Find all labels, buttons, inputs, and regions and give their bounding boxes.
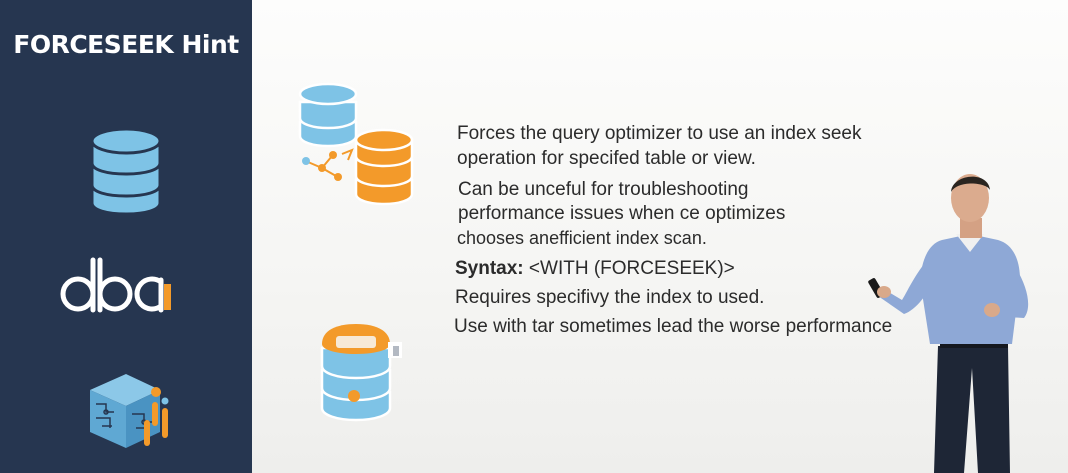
sidebar-title: FORCESEEK Hint [13,30,239,59]
dba-logo [60,257,171,313]
syntax-label: Syntax: [455,258,524,279]
troubleshoot-line-1: Can be unceful for troubleshooting [458,179,749,200]
troubleshoot-line-2: performance issues when ce optimizes [458,203,786,224]
database-worker-icon [320,324,402,422]
requires-line: Requires specifivy the index to used. [455,287,765,308]
data-cube-icon [90,374,169,448]
slide-stage: Forces the query optimizer to use an ind… [252,0,1068,473]
database-branch-icon [298,82,414,206]
sidebar: FORCESEEK Hint [0,0,252,473]
caution-line: Use with tar sometimes lead the worse pe… [454,316,893,337]
database-icon [90,127,162,215]
description-line-2: operation for specifed table or view. [457,148,756,169]
syntax-value: <WITH (FORCESEEK)> [528,258,735,279]
description-line-1: Forces the query optimizer to use an ind… [457,123,862,144]
presenter-figure [868,174,1029,473]
troubleshoot-line-3: chooses anefficient index scan. [457,228,707,248]
syntax-line: Syntax: <WITH (FORCESEEK)> [455,258,735,280]
